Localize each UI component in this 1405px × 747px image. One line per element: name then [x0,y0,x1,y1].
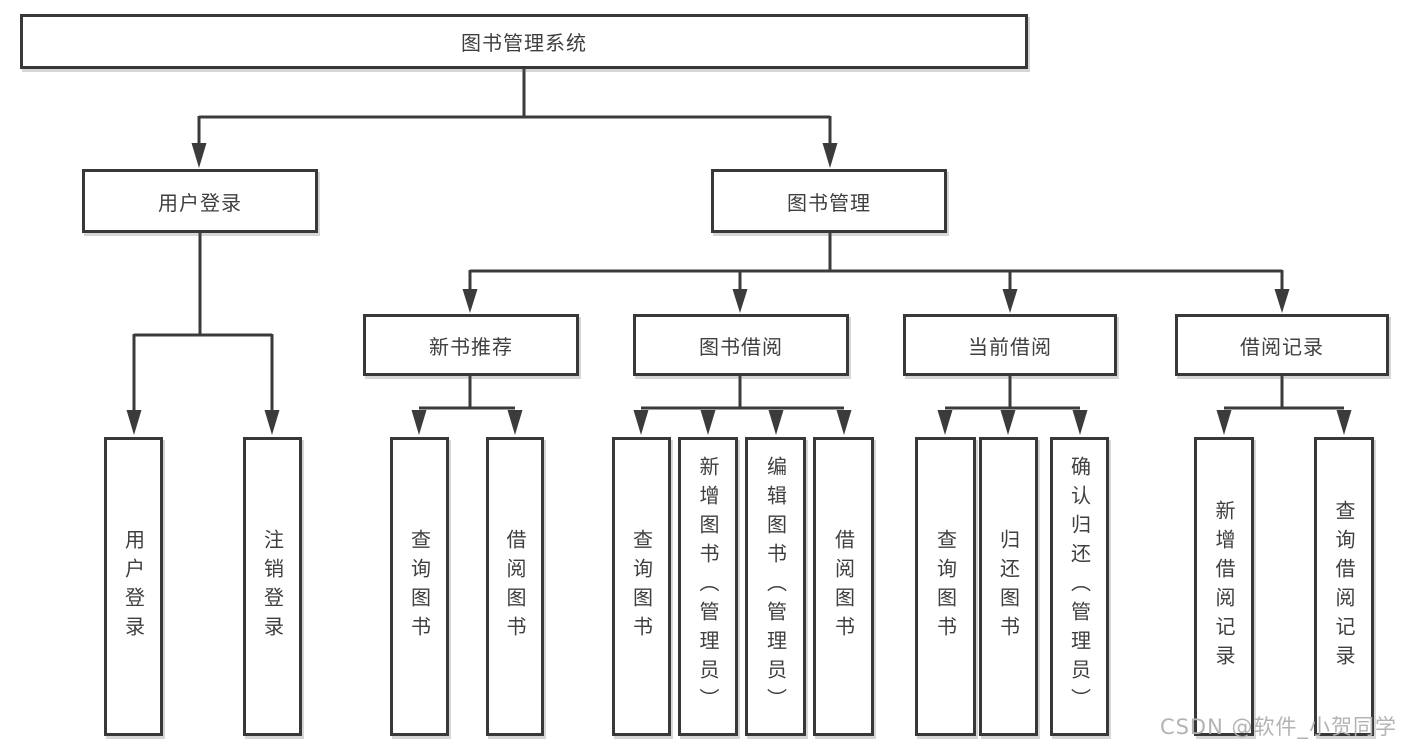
watermark: CSDN @软件_小贺同学 [1159,715,1397,739]
leaf-user-login: 用户登录 [104,437,163,736]
leaf-query-books-current: 查询图书 [915,437,976,736]
leaf-borrow-books-recommend: 借阅图书 [486,437,544,736]
leaf-add-book-admin: 新增图书（管理员） [678,437,738,736]
leaf-confirm-return-admin: 确认归还（管理员） [1050,437,1109,736]
leaf-logout: 注销登录 [243,437,302,736]
leaf-add-borrow-record: 新增借阅记录 [1194,437,1254,736]
node-library-management-system: 图书管理系统 [20,14,1028,69]
leaf-query-borrow-record: 查询借阅记录 [1314,437,1374,736]
arrowhead-icons [126,143,1352,435]
node-book-borrow: 图书借阅 [633,314,849,376]
leaf-query-books-recommend: 查询图书 [390,437,449,736]
node-current-borrow: 当前借阅 [903,314,1117,376]
leaf-borrow-books-borrow: 借阅图书 [813,437,874,736]
leaf-return-book: 归还图书 [979,437,1038,736]
node-book-management: 图书管理 [711,169,947,233]
leaf-query-books-borrow: 查询图书 [612,437,671,736]
node-new-book-recommend: 新书推荐 [363,314,579,376]
node-borrow-records: 借阅记录 [1175,314,1389,376]
leaf-edit-book-admin: 编辑图书（管理员） [745,437,806,736]
node-user-login: 用户登录 [82,169,318,233]
